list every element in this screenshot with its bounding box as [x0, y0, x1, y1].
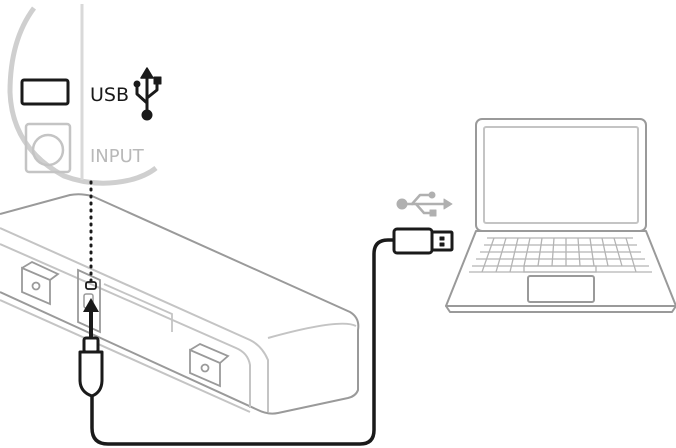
callout-input-jack-frame — [24, 122, 72, 174]
callout-input-label: INPUT — [90, 146, 145, 167]
usb-icon — [396, 191, 453, 217]
laptop-base — [445, 230, 676, 307]
cable-plug-laptop — [392, 227, 454, 255]
usb-cable — [90, 238, 394, 446]
device-port-recess — [77, 268, 173, 334]
laptop-keyboard — [469, 237, 652, 273]
callout-usb-label: USB — [90, 84, 129, 106]
device-foot-right — [189, 342, 230, 388]
callout-magnifier: USB INPUT — [7, 0, 162, 186]
callout-usb-port — [20, 78, 70, 106]
cable-plug-device — [78, 336, 104, 398]
callout-input-jack — [31, 133, 65, 167]
device-foot-left — [21, 260, 60, 306]
laptop — [445, 118, 676, 313]
insert-arrow — [83, 298, 99, 338]
laptop-trackpad — [527, 275, 595, 303]
usb-icon — [133, 67, 162, 121]
device-body — [0, 193, 360, 415]
laptop-screen — [475, 118, 647, 232]
